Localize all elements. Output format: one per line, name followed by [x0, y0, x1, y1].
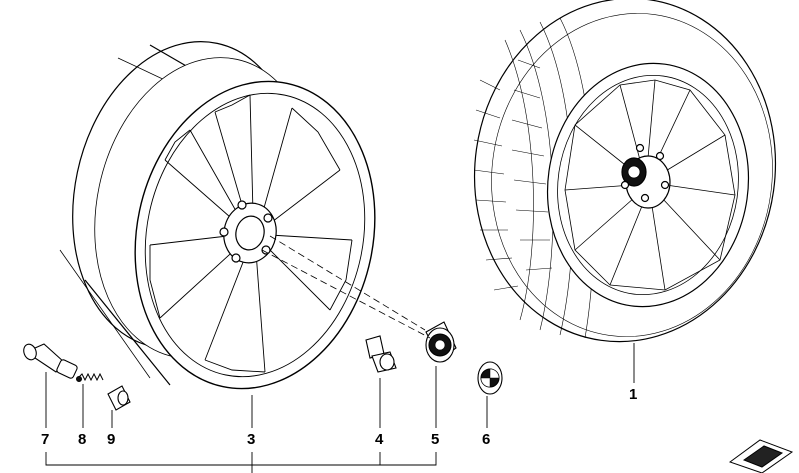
callout-6: 6	[482, 431, 490, 448]
emblem-icon	[477, 361, 503, 395]
callout-5: 5	[431, 431, 439, 448]
wheel-bolt-icon	[365, 335, 397, 373]
callout-7: 7	[41, 431, 49, 448]
assembly-line	[261, 249, 431, 339]
catalog-corner-icon	[728, 439, 794, 473]
callout-4: 4	[375, 431, 384, 448]
wheel-rim-icon	[59, 41, 376, 390]
callout-3: 3	[247, 431, 255, 448]
hub-cap-icon	[425, 321, 457, 363]
leader-lines	[45, 343, 635, 473]
complete-wheel-icon	[473, 0, 777, 343]
callout-9: 9	[107, 431, 115, 448]
callout-8: 8	[78, 431, 86, 448]
valve-core-icon	[76, 372, 104, 382]
valve-cap-icon	[107, 385, 131, 411]
assembly-line	[269, 235, 426, 331]
callout-1: 1	[629, 386, 637, 403]
valve-icon	[23, 343, 78, 379]
